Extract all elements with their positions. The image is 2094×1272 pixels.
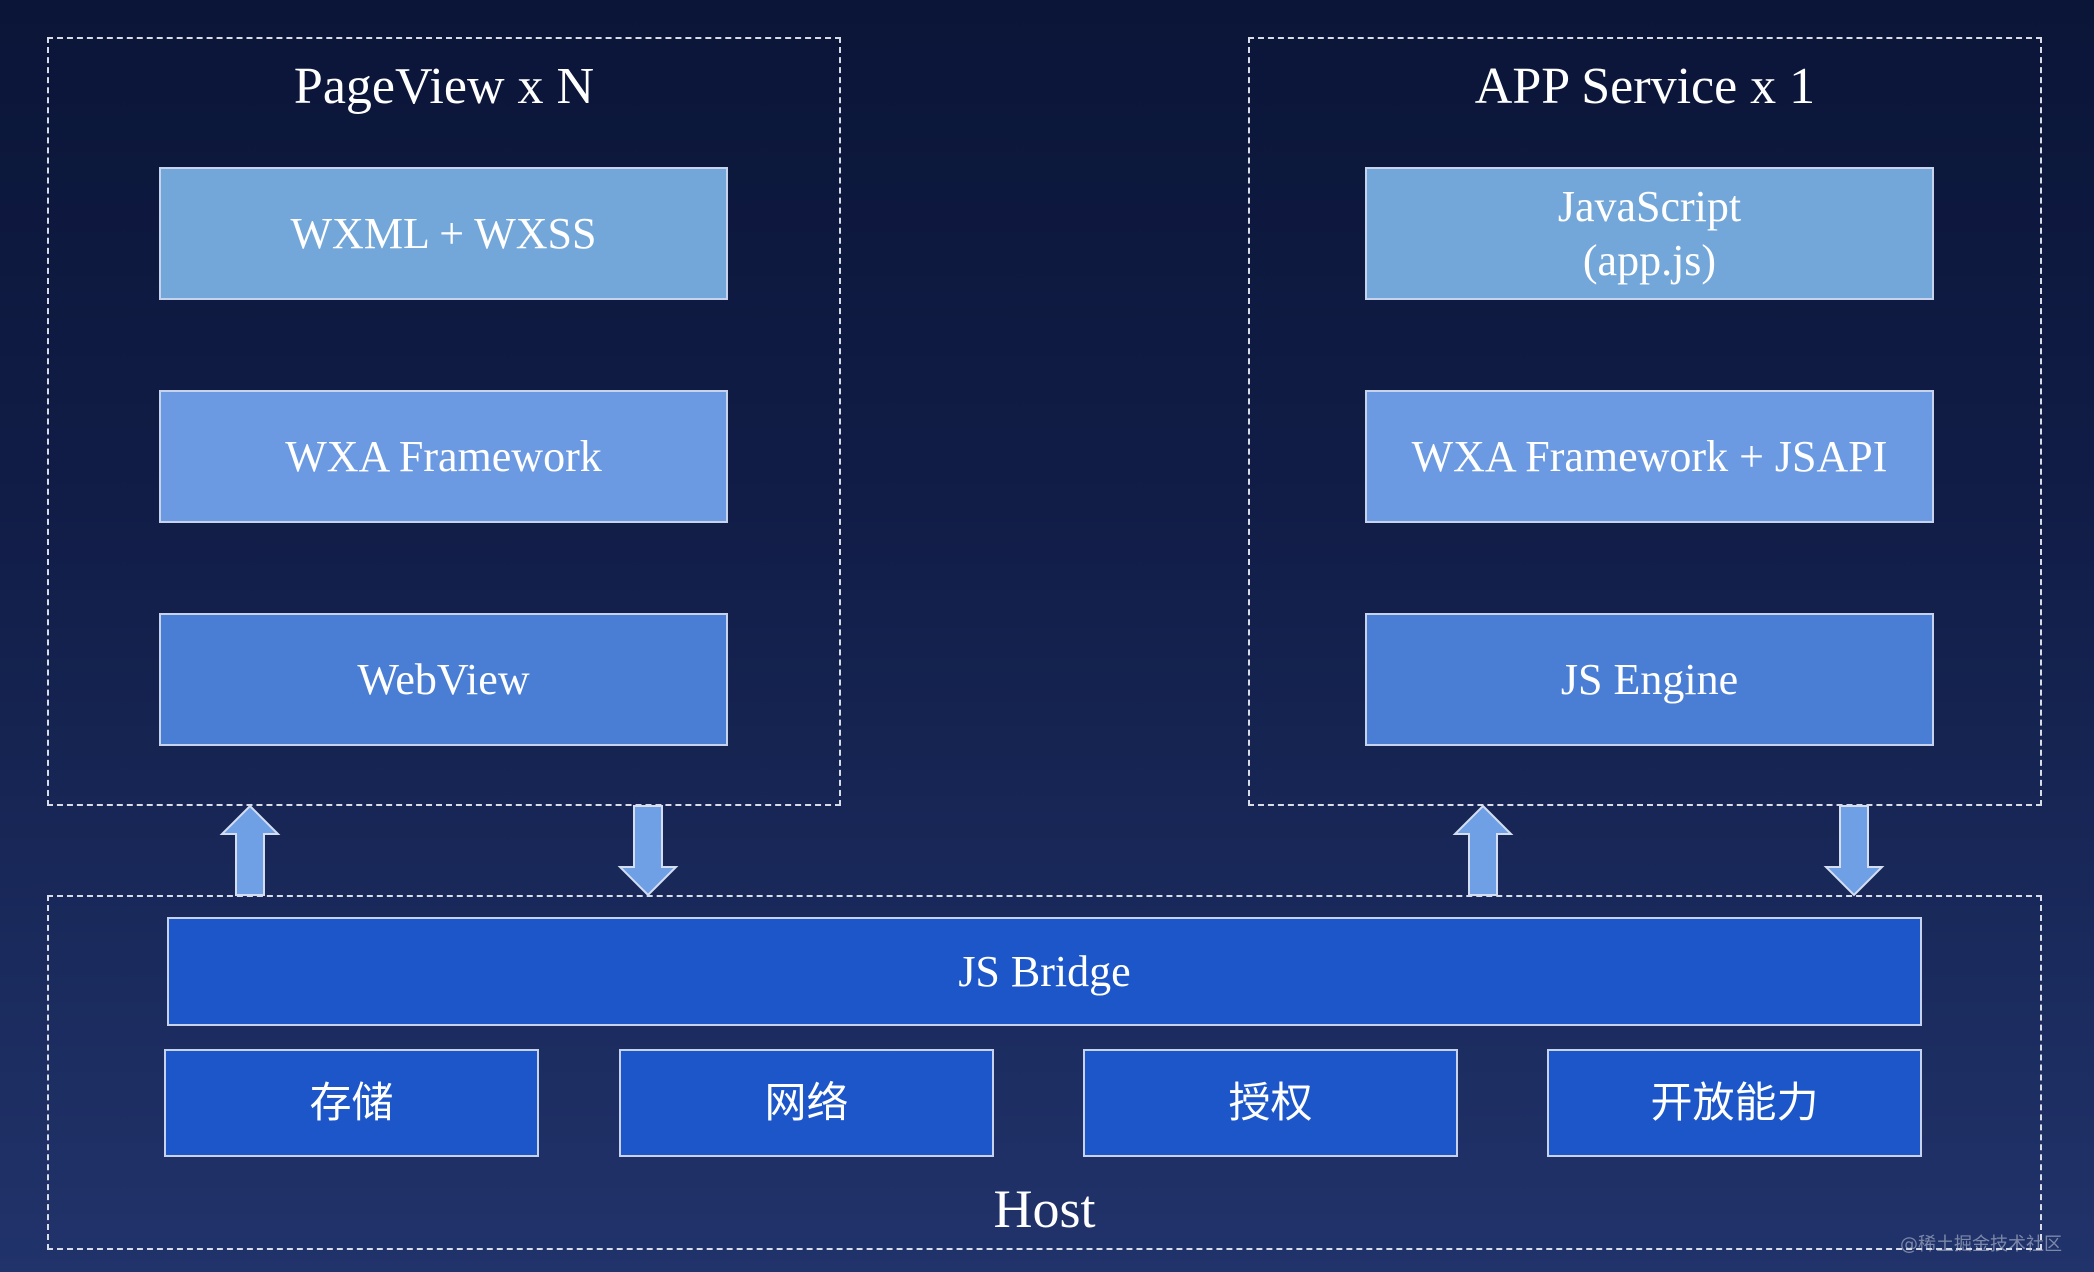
arrow-down-icon <box>617 805 679 897</box>
host-label: Host <box>993 1179 1096 1239</box>
host-item-authorization: 授权 <box>1083 1049 1458 1157</box>
appservice-title: APP Service x 1 <box>1474 58 1816 115</box>
appservice-layer-js-engine: JS Engine <box>1365 613 1934 746</box>
js-bridge: JS Bridge <box>167 917 1922 1026</box>
appservice-layer-javascript: JavaScript (app.js) <box>1365 167 1934 300</box>
host-item-storage: 存储 <box>164 1049 539 1157</box>
pageview-group: PageView x N <box>47 37 841 806</box>
arrow-up-icon <box>219 804 281 896</box>
host-item-network: 网络 <box>619 1049 994 1157</box>
pageview-layer-webview: WebView <box>159 613 728 746</box>
host-group: Host <box>47 895 2042 1250</box>
watermark: @稀土掘金技术社区 <box>1900 1234 2062 1255</box>
host-item-open-capabilities: 开放能力 <box>1547 1049 1922 1157</box>
arrow-down-icon <box>1823 805 1885 897</box>
pageview-layer-wxml-wxss: WXML + WXSS <box>159 167 728 300</box>
arrow-up-icon <box>1452 804 1514 896</box>
appservice-group: APP Service x 1 <box>1248 37 2042 806</box>
pageview-layer-wxa-framework: WXA Framework <box>159 390 728 523</box>
pageview-title: PageView x N <box>293 58 595 115</box>
appservice-layer-wxa-framework-jsapi: WXA Framework + JSAPI <box>1365 390 1934 523</box>
